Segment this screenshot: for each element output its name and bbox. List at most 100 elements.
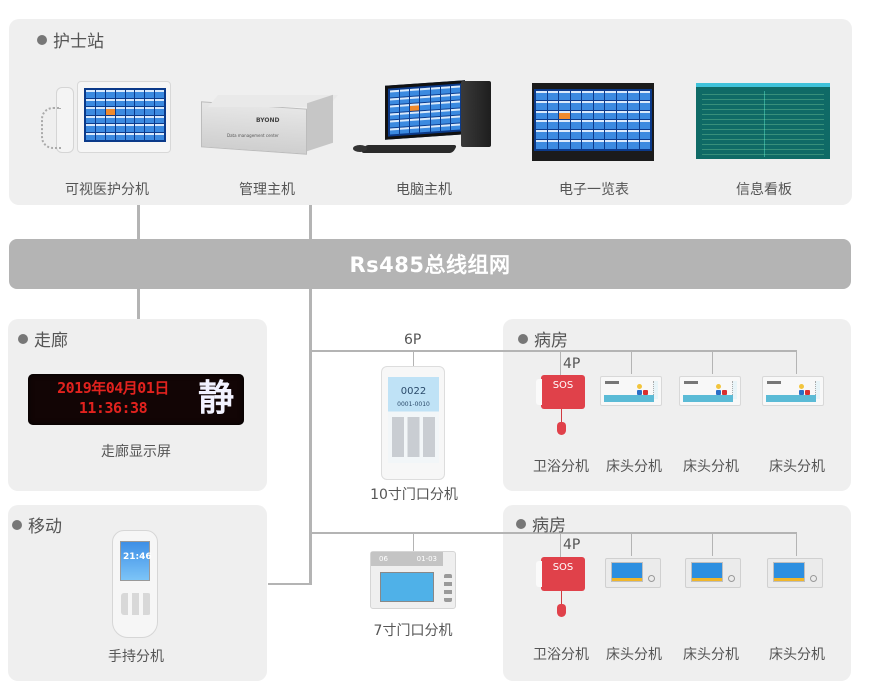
sos-bathroom-button[interactable]: SOS (536, 375, 585, 409)
screen-cell (86, 115, 95, 123)
screen-cell (559, 130, 570, 140)
screen-cell (440, 93, 450, 101)
screen-cell (570, 110, 581, 120)
screen-cell (559, 91, 570, 100)
door-unit-room: 0022 (400, 386, 427, 397)
screen-cell (450, 100, 460, 108)
bedside-video-unit[interactable] (605, 558, 661, 588)
device-label: 床头分机 (683, 647, 739, 663)
screen-cell (430, 94, 440, 102)
device-label: 手持分机 (108, 649, 164, 665)
port-label: 6P (404, 332, 422, 348)
bedside-video-unit[interactable] (685, 558, 741, 588)
host-brand: BYOND (256, 117, 280, 124)
screen-cell (450, 115, 460, 123)
connector-line (268, 583, 312, 585)
connector-line (560, 534, 561, 558)
nurse-station-panel: 护士站 可视医护分机 BYOND Data management center … (9, 19, 852, 205)
screen-cell (135, 115, 145, 123)
screen-cell (639, 130, 650, 140)
screen-cell (125, 98, 135, 106)
bedside-unit[interactable] (600, 376, 662, 406)
overview-screen (534, 89, 652, 151)
screen-cell (135, 98, 145, 106)
handheld-terminal[interactable]: 21:46 (112, 530, 158, 638)
screen-cell (547, 140, 558, 149)
screen-cell (628, 140, 639, 149)
door-unit-7in[interactable]: 06 01-03 (370, 551, 456, 609)
screen-cell (559, 110, 570, 120)
sos-bathroom-button[interactable]: SOS (536, 557, 585, 591)
screen-cell (570, 91, 581, 100)
screen-cell (582, 100, 593, 110)
connector-line (712, 352, 713, 374)
device-label: 可视医护分机 (65, 182, 149, 198)
screen-cell (115, 132, 125, 140)
screen-cell (115, 124, 125, 132)
screen-cell (105, 98, 115, 106)
screen-cell (410, 110, 420, 119)
bedside-video-unit[interactable] (767, 558, 823, 588)
screen-cell (616, 140, 627, 149)
corridor-led-display[interactable]: 2019年04月01日 11:36:38 静 (28, 374, 244, 425)
connector-line (560, 352, 561, 376)
bullet-icon (516, 518, 526, 529)
screen-cell (105, 115, 115, 123)
terminal-body (77, 81, 171, 153)
screen-cell (593, 91, 604, 100)
screen-cell (430, 116, 440, 125)
pc-monitor (385, 80, 465, 140)
screen-cell (616, 110, 627, 120)
door-unit-beds: 0001-0010 (397, 401, 430, 408)
pull-cord-handle (557, 422, 566, 435)
door-unit-beds: 01-03 (416, 555, 437, 563)
info-board[interactable] (696, 83, 830, 159)
connector-line (413, 534, 414, 552)
screen-cell (570, 120, 581, 130)
connector-line (503, 350, 797, 352)
screen-cell (86, 132, 95, 140)
screen-cell (639, 91, 650, 100)
screen-cell (582, 120, 593, 130)
screen-cell (420, 117, 430, 125)
door-unit-10in[interactable]: 0022 0001-0010 (381, 366, 445, 480)
bullet-icon (518, 333, 528, 344)
screen-cell (145, 107, 155, 115)
screen-cell (628, 100, 639, 110)
screen-cell (86, 107, 95, 115)
screen-cell (440, 108, 450, 116)
port-label: 4P (563, 537, 581, 553)
bedside-unit[interactable] (762, 376, 824, 406)
device-label: 走廊显示屏 (101, 444, 171, 460)
screen-cell (115, 107, 125, 115)
screen-cell (400, 89, 410, 97)
screen-cell (547, 91, 558, 100)
screen-cell (570, 100, 581, 110)
nurse-station-title: 护士站 (37, 27, 104, 52)
screen-cell (155, 98, 164, 106)
screen-cell (547, 110, 558, 120)
electronic-overview-board[interactable] (532, 83, 654, 161)
screen-cell (559, 100, 570, 110)
screen-cell (400, 111, 410, 119)
handheld-keypad (121, 593, 151, 615)
screen-cell (639, 110, 650, 120)
device-label: 床头分机 (606, 647, 662, 663)
screen-cell (559, 120, 570, 130)
management-host[interactable]: BYOND Data management center (201, 94, 339, 155)
video-nurse-terminal[interactable] (41, 81, 173, 155)
connector-line (712, 534, 713, 556)
bedside-unit[interactable] (679, 376, 741, 406)
screen-cell (390, 119, 400, 127)
screen-cell (145, 90, 155, 98)
pc-host[interactable] (349, 79, 499, 159)
screen-cell (420, 125, 430, 133)
device-label: 床头分机 (606, 459, 662, 475)
screen-cell (86, 90, 95, 98)
screen-cell (430, 101, 440, 110)
port-label: 4P (563, 356, 581, 372)
host-caption: Data management center (227, 133, 279, 138)
device-label: 信息看板 (736, 182, 792, 198)
bullet-icon (12, 519, 22, 530)
panel-title-text: 病房 (534, 331, 568, 351)
